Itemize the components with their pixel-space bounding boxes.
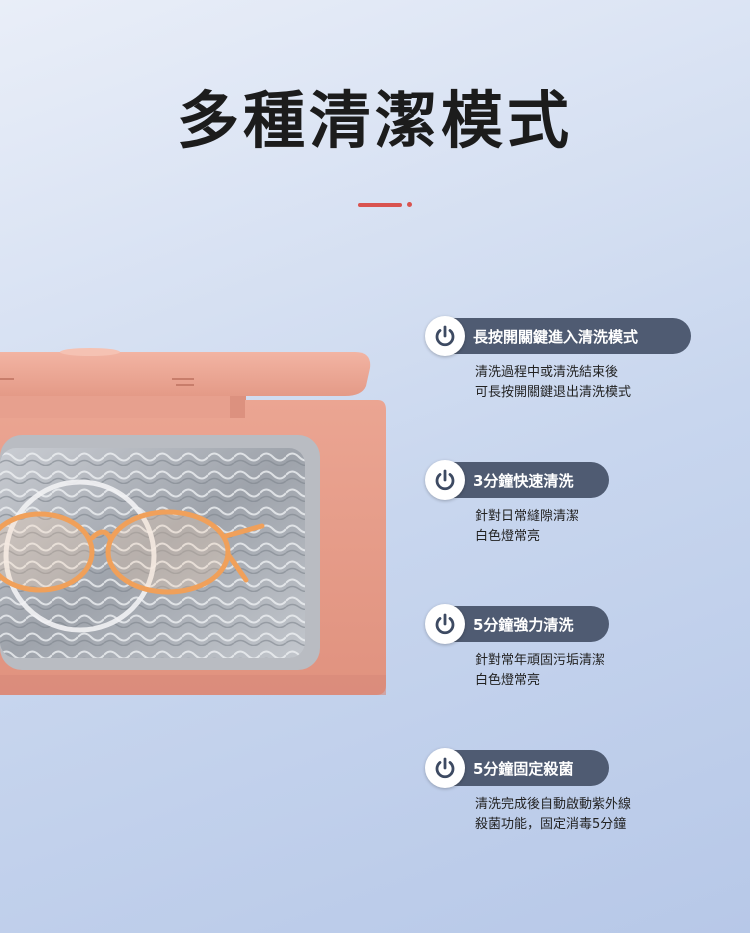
mode-description: 針對日常縫隙清潔 白色燈常亮 [475, 507, 609, 547]
mode-desc-line: 針對常年頑固污垢清潔 [475, 653, 606, 668]
mode-label: 長按開關鍵進入清洗模式 [473, 327, 639, 346]
mode-desc-line: 白色燈常亮 [475, 529, 541, 544]
cleaner-device-illustration [0, 348, 386, 695]
mode-desc-line: 清洗完成後自動啟動紫外線 [475, 797, 632, 812]
mode-item: 5分鐘強力清洗 針對常年頑固污垢清潔 白色燈常亮 [425, 604, 609, 691]
mode-description: 針對常年頑固污垢清潔 白色燈常亮 [475, 651, 609, 691]
mode-item: 長按開關鍵進入清洗模式 清洗過程中或清洗結束後 可長按開關鍵退出清洗模式 [425, 316, 691, 403]
title-accent-line [358, 203, 402, 207]
mode-pill: 5分鐘強力清洗 [425, 604, 609, 644]
mode-pill: 長按開關鍵進入清洗模式 [425, 316, 691, 356]
page-title: 多種清潔模式 [176, 84, 573, 157]
power-icon [425, 316, 465, 356]
mode-item: 3分鐘快速清洗 針對日常縫隙清潔 白色燈常亮 [425, 460, 609, 547]
power-icon [425, 748, 465, 788]
mode-desc-line: 可長按開關鍵退出清洗模式 [475, 385, 632, 400]
power-icon [425, 604, 465, 644]
mode-description: 清洗完成後自動啟動紫外線 殺菌功能，固定消毒5分鐘 [475, 795, 631, 835]
mode-desc-line: 針對日常縫隙清潔 [475, 509, 580, 524]
title-accent-dot [407, 202, 412, 207]
mode-label: 5分鐘強力清洗 [473, 615, 574, 634]
mode-desc-line: 清洗過程中或清洗結束後 [475, 365, 619, 380]
mode-label: 3分鐘快速清洗 [473, 471, 574, 490]
mode-description: 清洗過程中或清洗結束後 可長按開關鍵退出清洗模式 [475, 363, 691, 403]
mode-label: 5分鐘固定殺菌 [473, 759, 574, 778]
mode-desc-line: 白色燈常亮 [475, 673, 541, 688]
mode-desc-line: 殺菌功能，固定消毒5分鐘 [475, 817, 627, 832]
mode-pill: 3分鐘快速清洗 [425, 460, 609, 500]
mode-pill: 5分鐘固定殺菌 [425, 748, 609, 788]
power-icon [425, 460, 465, 500]
mode-item: 5分鐘固定殺菌 清洗完成後自動啟動紫外線 殺菌功能，固定消毒5分鐘 [425, 748, 631, 835]
